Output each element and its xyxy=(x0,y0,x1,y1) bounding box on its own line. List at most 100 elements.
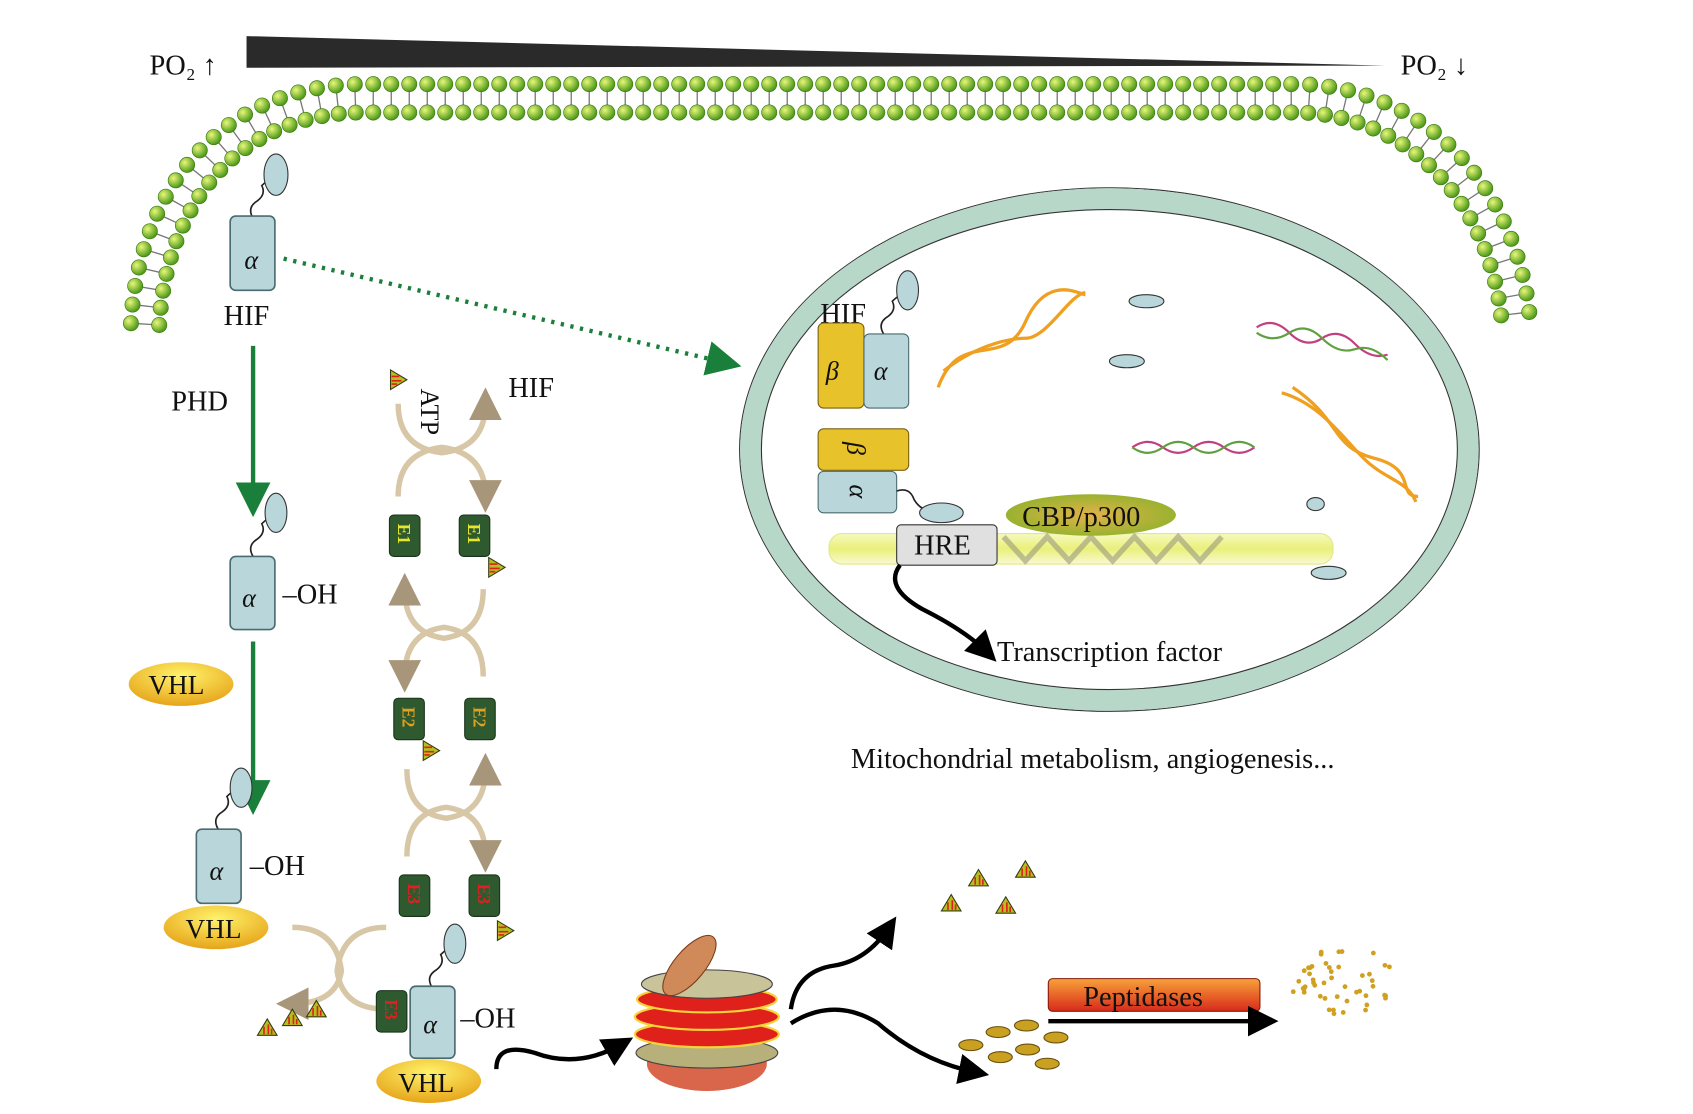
lipid-tail xyxy=(161,215,179,224)
hre-label: HRE xyxy=(914,530,971,561)
lipid-head xyxy=(977,104,994,121)
lipid-head xyxy=(1443,182,1460,199)
lipid-head xyxy=(419,104,436,121)
lipid-head xyxy=(815,76,832,93)
lipid-head xyxy=(1340,82,1356,99)
lipid-head xyxy=(346,76,363,93)
alpha-label: α xyxy=(209,856,224,885)
lipid-head xyxy=(237,140,254,157)
lipid-head xyxy=(473,76,490,93)
lipid-head xyxy=(653,76,670,93)
lipid-head xyxy=(1493,307,1510,324)
lipid-head xyxy=(201,174,218,191)
lipid-tail xyxy=(263,110,273,127)
lipid-tail xyxy=(179,182,196,194)
lipid-head xyxy=(135,241,152,258)
lipid-head xyxy=(1157,104,1174,121)
lipid-tail xyxy=(1503,293,1522,299)
lipid-head xyxy=(1300,104,1317,121)
lipid-head xyxy=(869,76,886,93)
lipid-head xyxy=(689,104,706,121)
amino-acid xyxy=(1301,968,1307,974)
lipid-head xyxy=(725,76,742,93)
lipid-head xyxy=(158,265,175,282)
lipid-head xyxy=(1453,150,1470,167)
lipid-head xyxy=(1193,104,1210,121)
alpha-label: α xyxy=(874,357,889,386)
lipid-head xyxy=(689,76,706,93)
lipid-head xyxy=(995,104,1012,121)
lipid-tail xyxy=(144,268,162,274)
lipid-head xyxy=(455,76,472,93)
lipid-tail xyxy=(1495,257,1513,265)
lipid-head xyxy=(1103,104,1120,121)
amino-acid xyxy=(1306,965,1311,971)
lipid-head xyxy=(290,84,307,101)
ubiquitin-tags xyxy=(256,368,1037,1036)
lipid-tail xyxy=(170,198,187,209)
po2-low-label: PO₂ ↓ xyxy=(1401,50,1468,81)
po2-high-label: PO₂ ↑ xyxy=(149,50,216,81)
oh-label: –OH xyxy=(459,1004,515,1035)
enzyme-e2-box: E2 xyxy=(464,697,496,741)
lipid-head xyxy=(1265,76,1282,93)
lipid-head xyxy=(941,76,958,93)
ubiquitin-tag xyxy=(422,739,441,762)
lipid-head xyxy=(761,104,778,121)
lipid-head xyxy=(1121,76,1138,93)
lipid-tail xyxy=(1307,90,1311,108)
lipid-tail xyxy=(136,322,154,326)
lipid-head xyxy=(1031,104,1048,121)
lipid-head xyxy=(563,76,580,93)
amino-acid xyxy=(1340,1010,1346,1015)
lipid-head xyxy=(297,111,314,128)
amino-acid xyxy=(1363,1007,1368,1013)
lipid-head xyxy=(149,205,166,222)
ubiquitin-tag xyxy=(389,368,408,391)
lipid-head xyxy=(977,76,994,93)
lipid-head xyxy=(151,317,168,333)
alpha-label: α xyxy=(423,1010,438,1039)
lipid-head xyxy=(1265,104,1282,121)
to-ubiquitin-arrow xyxy=(788,916,897,1010)
enzyme-e1-box: E1 xyxy=(458,514,491,557)
peptide xyxy=(987,1051,1013,1064)
lipid-head xyxy=(1302,76,1319,93)
lipid-head xyxy=(995,76,1012,93)
lipid-head xyxy=(1380,127,1397,144)
lipid-head xyxy=(1247,104,1264,121)
lipid-head xyxy=(1394,136,1411,153)
beta-label: β xyxy=(825,357,839,386)
peptide xyxy=(1013,1019,1040,1032)
hif-alpha-membrane: α xyxy=(229,153,289,292)
lipid-head xyxy=(401,104,418,121)
lipid-head xyxy=(1031,76,1048,93)
amino-acids xyxy=(1290,949,1392,1017)
lipid-head xyxy=(1085,76,1102,93)
lipid-tail xyxy=(1358,100,1366,118)
lipid-head xyxy=(851,76,868,93)
amino-acid xyxy=(1364,1002,1370,1008)
amino-acid xyxy=(1370,950,1376,956)
amino-acid xyxy=(1383,995,1388,1001)
amino-acid xyxy=(1311,980,1316,986)
lipid-head xyxy=(1408,146,1425,163)
amino-acid xyxy=(1307,971,1312,977)
lipid-head xyxy=(281,116,298,133)
lipid-head xyxy=(1487,273,1504,290)
amino-acid xyxy=(1317,993,1323,999)
e3-hif-vhl-complex: α –OH VHL xyxy=(376,923,515,1103)
vhl-label: VHL xyxy=(185,914,241,944)
amino-acid xyxy=(1363,993,1369,999)
amino-acid xyxy=(1290,989,1296,995)
lipid-head xyxy=(383,76,400,93)
lipid-head xyxy=(905,76,922,93)
amino-acid xyxy=(1318,949,1324,955)
ubiquitin-tag xyxy=(305,999,328,1018)
lipid-tail xyxy=(190,167,206,180)
lipid-head xyxy=(473,104,490,121)
lipid-tail xyxy=(1342,95,1348,113)
lipid-head xyxy=(152,299,169,316)
